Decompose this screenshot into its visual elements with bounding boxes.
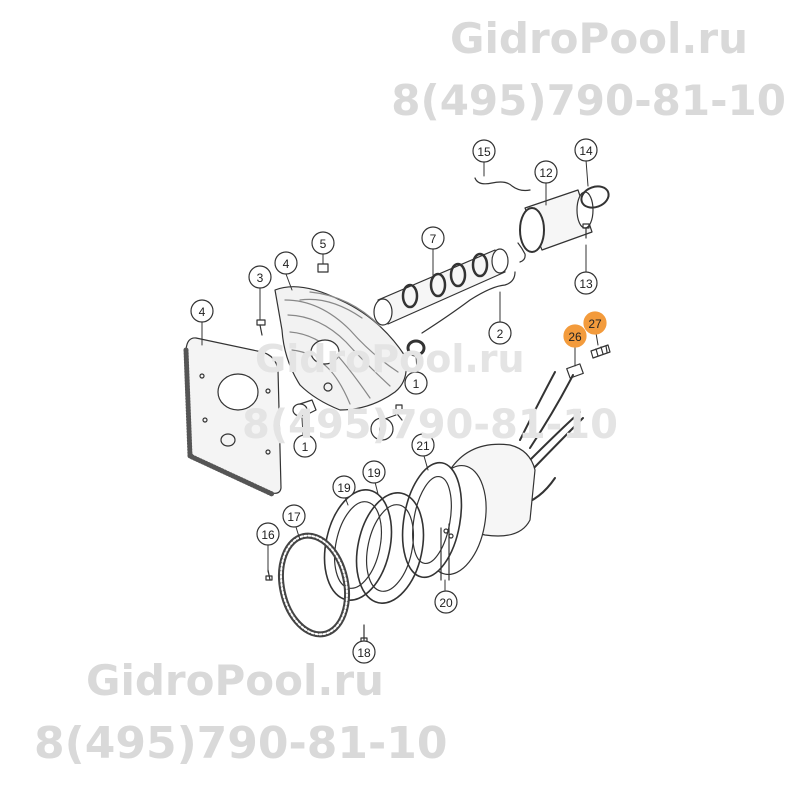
callout-4a: 4 bbox=[274, 251, 298, 275]
part-gasket-19b bbox=[355, 492, 425, 604]
callout-layer: 1 1 2 3 4 4 5 6 7 12 13 14 15 16 17 18 1… bbox=[190, 138, 607, 664]
callout-12: 12 bbox=[534, 160, 558, 184]
svg-text:5: 5 bbox=[320, 237, 327, 251]
svg-text:13: 13 bbox=[579, 277, 593, 291]
callout-17: 17 bbox=[282, 504, 306, 528]
svg-text:7: 7 bbox=[430, 232, 437, 246]
part-lamp-tube bbox=[373, 248, 509, 326]
svg-text:4: 4 bbox=[199, 305, 206, 319]
callout-2: 2 bbox=[488, 321, 512, 345]
part-cable-15 bbox=[474, 177, 531, 192]
part-screw-13 bbox=[582, 223, 590, 239]
callout-3: 3 bbox=[248, 265, 272, 289]
svg-text:18: 18 bbox=[357, 646, 371, 660]
callout-18: 18 bbox=[352, 640, 376, 664]
part-nipple-1a bbox=[292, 399, 317, 417]
watermark-phone-top: 8(495)790-81-10 bbox=[391, 76, 786, 125]
part-clip-5 bbox=[317, 263, 329, 273]
svg-text:14: 14 bbox=[579, 144, 593, 158]
callout-1a: 1 bbox=[293, 434, 317, 458]
callout-14: 14 bbox=[574, 138, 598, 162]
part-niche-21 bbox=[401, 371, 584, 579]
svg-text:26: 26 bbox=[568, 330, 582, 344]
svg-text:1: 1 bbox=[302, 440, 309, 454]
part-sleeve-12 bbox=[519, 189, 594, 253]
svg-text:3: 3 bbox=[257, 271, 264, 285]
part-cable-2 bbox=[421, 242, 526, 334]
part-frame-17 bbox=[278, 532, 350, 638]
part-shell-housing bbox=[274, 286, 407, 411]
part-gland-26 bbox=[566, 363, 584, 379]
svg-text:1: 1 bbox=[413, 377, 420, 391]
callout-16: 16 bbox=[256, 522, 280, 546]
svg-text:4: 4 bbox=[283, 257, 290, 271]
watermark-site-bottom: GidroPool.ru bbox=[86, 656, 384, 705]
svg-text:27: 27 bbox=[588, 317, 602, 331]
callout-13: 13 bbox=[574, 271, 598, 295]
part-screw-18 bbox=[360, 624, 368, 643]
callout-27: 27 bbox=[583, 311, 607, 335]
callout-26: 26 bbox=[563, 324, 587, 348]
part-screw-6 bbox=[393, 404, 403, 421]
callout-6: 6 bbox=[370, 417, 394, 441]
part-gland-27 bbox=[590, 344, 611, 359]
callout-4b: 4 bbox=[190, 299, 214, 323]
callout-20: 20 bbox=[434, 590, 458, 614]
svg-text:6: 6 bbox=[379, 423, 386, 437]
svg-text:12: 12 bbox=[539, 166, 553, 180]
svg-text:17: 17 bbox=[287, 510, 301, 524]
watermark-site-center: GidroPool.ru bbox=[255, 337, 525, 381]
svg-text:2: 2 bbox=[497, 327, 504, 341]
part-face-plate bbox=[183, 337, 282, 497]
svg-text:20: 20 bbox=[439, 596, 453, 610]
callout-19b: 19 bbox=[362, 460, 386, 484]
part-screw-20 bbox=[440, 523, 450, 581]
watermark-phone-center: 8(495)790-81-10 bbox=[242, 402, 618, 448]
callout-21: 21 bbox=[411, 433, 435, 457]
svg-text:21: 21 bbox=[416, 439, 430, 453]
part-ring-14 bbox=[580, 185, 610, 209]
part-screw-3 bbox=[256, 319, 266, 336]
callout-1b: 1 bbox=[404, 371, 428, 395]
svg-text:16: 16 bbox=[261, 528, 275, 542]
callout-15: 15 bbox=[472, 139, 496, 163]
svg-text:15: 15 bbox=[477, 145, 491, 159]
leader-lines bbox=[201, 159, 599, 644]
watermark-phone-bottom: 8(495)790-81-10 bbox=[34, 718, 448, 769]
svg-text:19: 19 bbox=[367, 466, 381, 480]
part-screw-16 bbox=[265, 569, 273, 581]
callout-7: 7 bbox=[421, 226, 445, 250]
callout-19a: 19 bbox=[332, 475, 356, 499]
svg-text:19: 19 bbox=[337, 481, 351, 495]
callout-5: 5 bbox=[311, 231, 335, 255]
watermark-site-top: GidroPool.ru bbox=[450, 14, 748, 63]
